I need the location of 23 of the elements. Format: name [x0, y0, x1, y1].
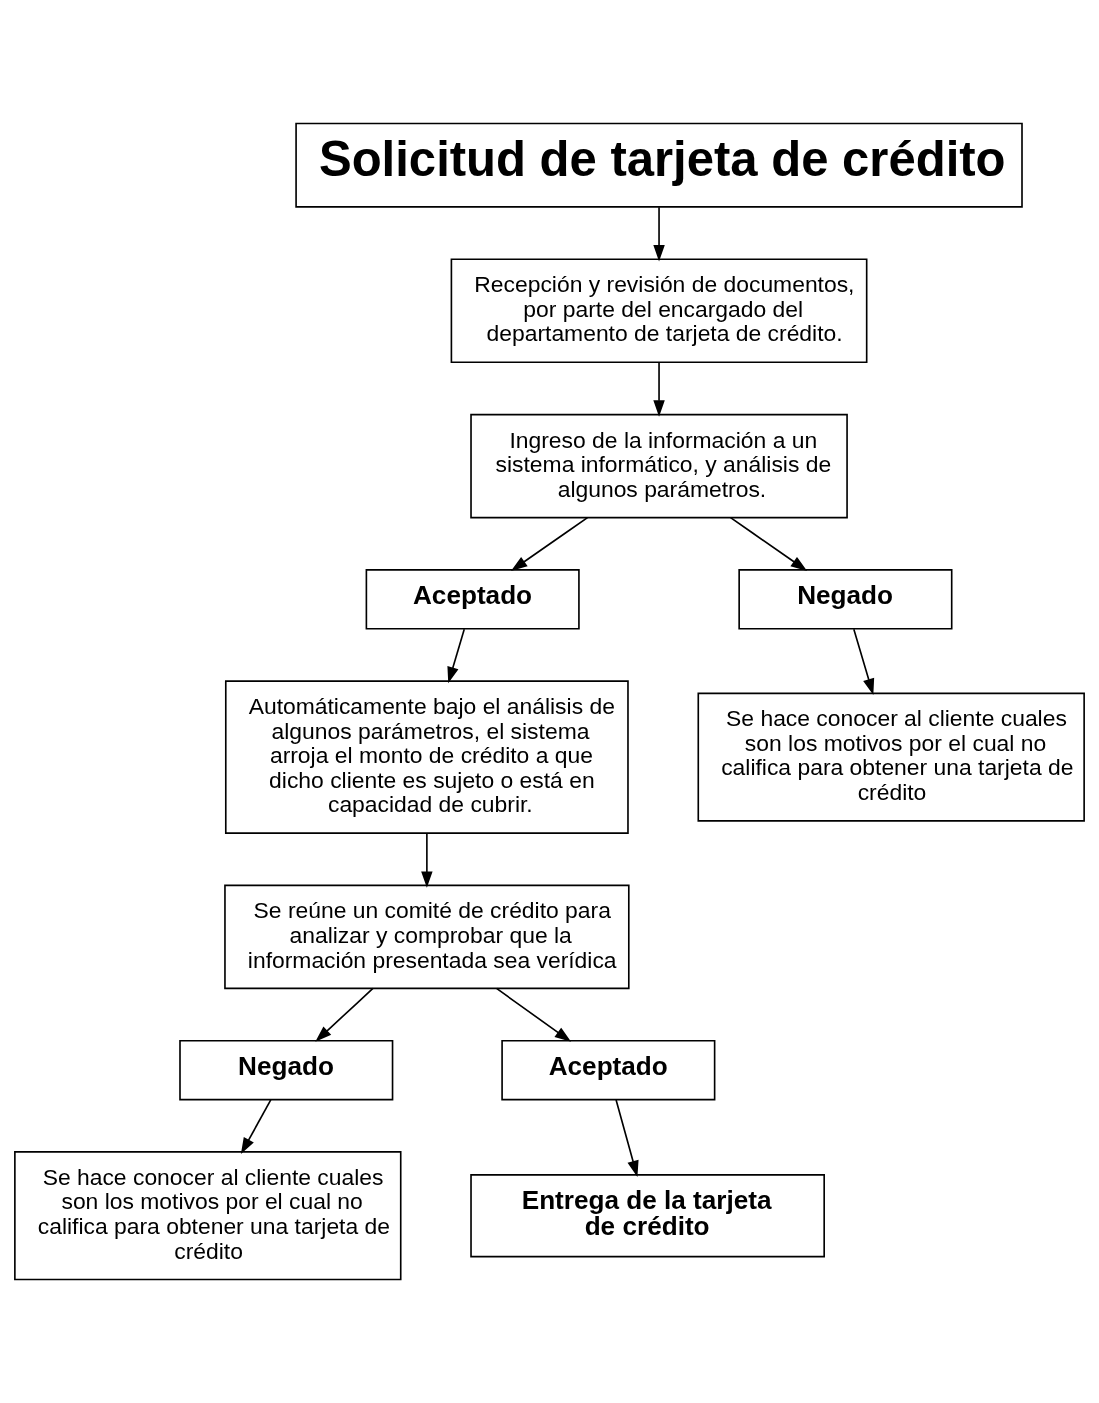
- node-box: Se hace conocer al cliente cuales son los motivos por el cual no califica para obtener una tarjeta de crédito: [14, 1151, 402, 1281]
- node-box: Negado: [738, 569, 953, 630]
- node-box: Se hace conocer al cliente cuales son los motivos por el cual no califica para obtener una tarjeta de crédito: [697, 692, 1085, 822]
- arrow: [240, 1099, 272, 1155]
- node-box: Solicitud de tarjeta de crédito: [295, 122, 1023, 208]
- node-box: Recepción y revisión de documentos, por parte del encargado del departamento de tarjeta de crédito.: [450, 258, 868, 364]
- arrow: [421, 832, 433, 888]
- arrow: [315, 987, 374, 1042]
- arrow: [729, 516, 808, 571]
- node-box: Ingreso de la información a un sistema informático, y análisis de algunos parámetros.: [470, 413, 848, 519]
- arrow: [853, 628, 875, 696]
- arrow: [653, 361, 665, 417]
- arrow: [447, 628, 466, 684]
- node-box: Aceptado: [501, 1039, 716, 1101]
- arrow: [495, 987, 572, 1042]
- arrow: [615, 1099, 639, 1178]
- node-box: Entrega de la tarjeta de crédito: [470, 1174, 825, 1258]
- node-box: Automáticamente bajo el análisis de algunos parámetros, el sistema arroja el monto de crédito a que dicho cliente es sujeto o está en capacidad de cubrir.: [224, 680, 629, 834]
- arrow: [510, 516, 589, 571]
- node-box: Aceptado: [365, 569, 580, 630]
- node-box: Negado: [179, 1039, 394, 1101]
- node-box: Se reúne un comité de crédito para analizar y comprobar que la información presentada sea verídica: [224, 884, 630, 990]
- arrow: [653, 206, 665, 262]
